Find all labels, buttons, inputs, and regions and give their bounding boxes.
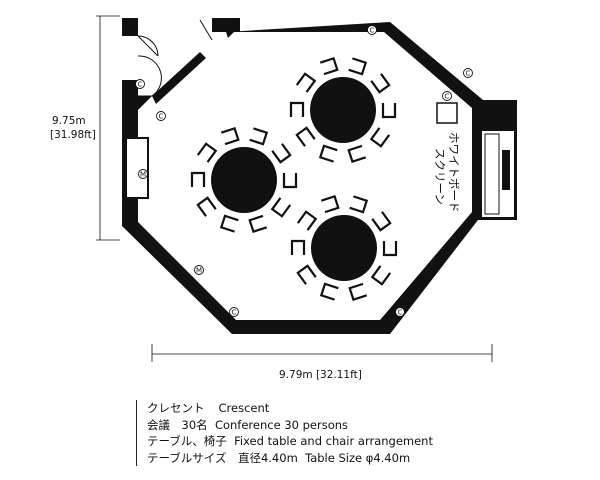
door-swing <box>137 19 213 97</box>
chair <box>290 239 306 255</box>
chair <box>295 126 316 147</box>
svg-text:C: C <box>445 93 450 101</box>
svg-text:M: M <box>140 171 146 179</box>
chair <box>349 195 369 214</box>
svg-text:C: C <box>159 113 164 121</box>
chair <box>369 127 391 148</box>
chair <box>347 144 367 164</box>
height-dimension <box>96 15 120 241</box>
chair <box>319 56 339 76</box>
chair <box>190 171 206 187</box>
room-name-ja: クレセント <box>147 401 205 415</box>
chair <box>220 126 240 146</box>
height-label-m: 9.75m <box>52 115 86 127</box>
whiteboard-box <box>436 102 458 124</box>
chair <box>319 282 339 301</box>
height-label-ft: [31.98ft] <box>50 129 96 141</box>
chair <box>320 194 340 214</box>
legend-row-capacity: 会議 30名 Conference 30 persons <box>147 417 467 434</box>
svg-text:C: C <box>370 27 375 35</box>
round-table-with-chairs <box>190 126 298 234</box>
chair <box>271 143 292 164</box>
chair <box>370 73 391 94</box>
round-table-with-chairs <box>289 56 397 164</box>
screen-label: スクリーン <box>433 148 447 205</box>
chair <box>296 210 318 231</box>
legend-row-arrangement: テーブル、椅子 Fixed table and chair arrangemen… <box>147 433 467 450</box>
arrangement-ja: テーブル、椅子 <box>147 434 227 448</box>
outlets-layer: C C C C C C C <box>135 25 473 317</box>
legend-row-name: クレセント Crescent <box>147 400 467 417</box>
capacity-ja: 会議 30名 <box>147 417 208 432</box>
microphone-icon: M <box>194 265 204 275</box>
chair <box>370 265 392 286</box>
legend-row-size: テーブルサイズ 直径4.40m Table Size φ4.40m <box>147 450 467 467</box>
round-table <box>311 215 377 281</box>
width-dimension <box>151 344 493 362</box>
chair <box>219 214 239 233</box>
screen-niche <box>480 129 516 219</box>
capacity-en: Conference 30 persons <box>214 417 349 432</box>
chair <box>382 241 398 257</box>
chair <box>371 211 392 232</box>
size-en: Table Size φ4.40m <box>305 450 411 465</box>
round-table-with-chairs <box>290 194 398 302</box>
chair <box>249 127 269 146</box>
chair <box>289 101 305 117</box>
svg-text:C: C <box>398 309 403 317</box>
outlet-icon: C <box>442 91 452 101</box>
outlet-icon: C <box>367 25 377 35</box>
chair <box>348 57 368 76</box>
outlet-icon: C <box>135 79 145 89</box>
outlet-icon: C <box>229 307 239 317</box>
width-label: 9.79m [32.11ft] <box>279 369 362 381</box>
chair <box>196 196 217 217</box>
svg-text:C: C <box>232 309 237 317</box>
whiteboard-label: ホワイトボード <box>447 132 461 213</box>
outlet-icon: C <box>156 111 166 121</box>
svg-text:C: C <box>138 81 143 89</box>
tables-layer <box>190 56 398 302</box>
chair <box>282 173 298 189</box>
mic-panel <box>125 137 149 199</box>
outlet-icon: C <box>463 68 473 78</box>
chair <box>381 103 397 119</box>
chair <box>295 72 317 93</box>
size-ja: テーブルサイズ 直径4.40m <box>147 450 298 465</box>
chair <box>348 282 368 302</box>
chair <box>296 264 317 285</box>
arrangement-en: Fixed table and chair arrangement <box>234 434 433 448</box>
chair <box>270 197 292 218</box>
round-table <box>211 147 277 213</box>
microphone-icon: M <box>138 169 148 179</box>
room-name-en: Crescent <box>218 401 270 415</box>
round-table <box>310 77 376 143</box>
svg-text:C: C <box>466 70 471 78</box>
svg-text:M: M <box>196 267 202 275</box>
chair <box>196 142 218 163</box>
mics-layer: MM <box>138 169 204 275</box>
chair <box>318 144 338 163</box>
outlet-icon: C <box>395 307 405 317</box>
legend: クレセント Crescent 会議 30名 Conference 30 perso… <box>136 400 467 466</box>
chair <box>248 214 268 234</box>
